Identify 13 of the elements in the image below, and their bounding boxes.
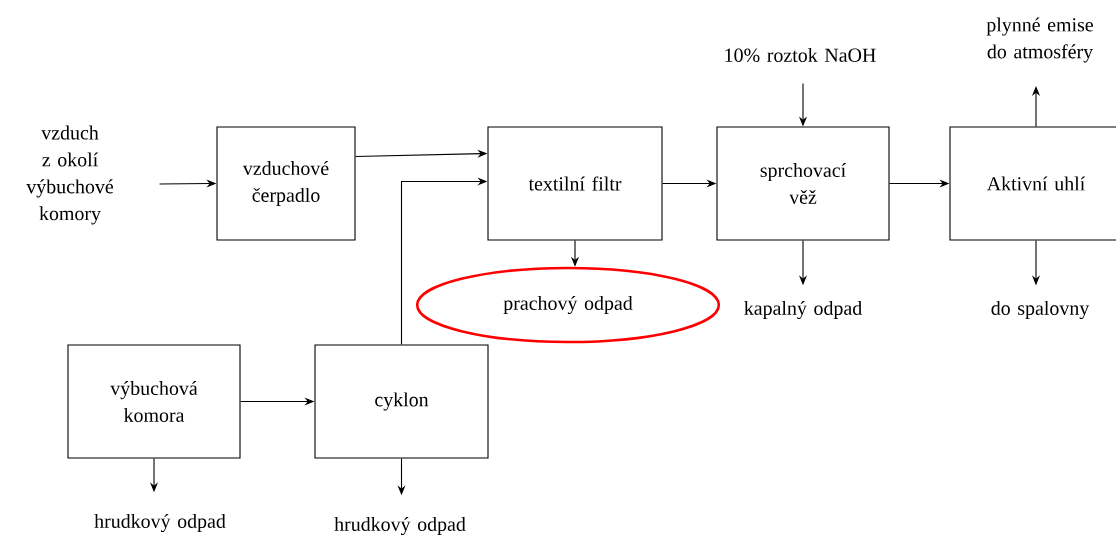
text-label: plynné emise do atmosféry [986,17,1094,63]
text-label: vzduch z okolí výbuchové komory [26,125,114,225]
text-label: kapalný odpad [744,300,862,320]
text-label: 10% roztok NaOH [725,47,876,63]
process-box: sprchovací věž [716,126,890,241]
text-label: hrudkový odpad [334,516,466,536]
process-box: výbuchová komora [67,344,241,459]
process-box: cyklon [314,344,489,459]
process-box: textilní filtr [487,126,663,241]
text-label: hrudkový odpad [94,513,226,533]
process-box: Aktivní uhlí [949,126,1116,241]
process-box: vzduchové čerpadlo [216,126,356,241]
text-label: do spalovny [991,300,1090,320]
